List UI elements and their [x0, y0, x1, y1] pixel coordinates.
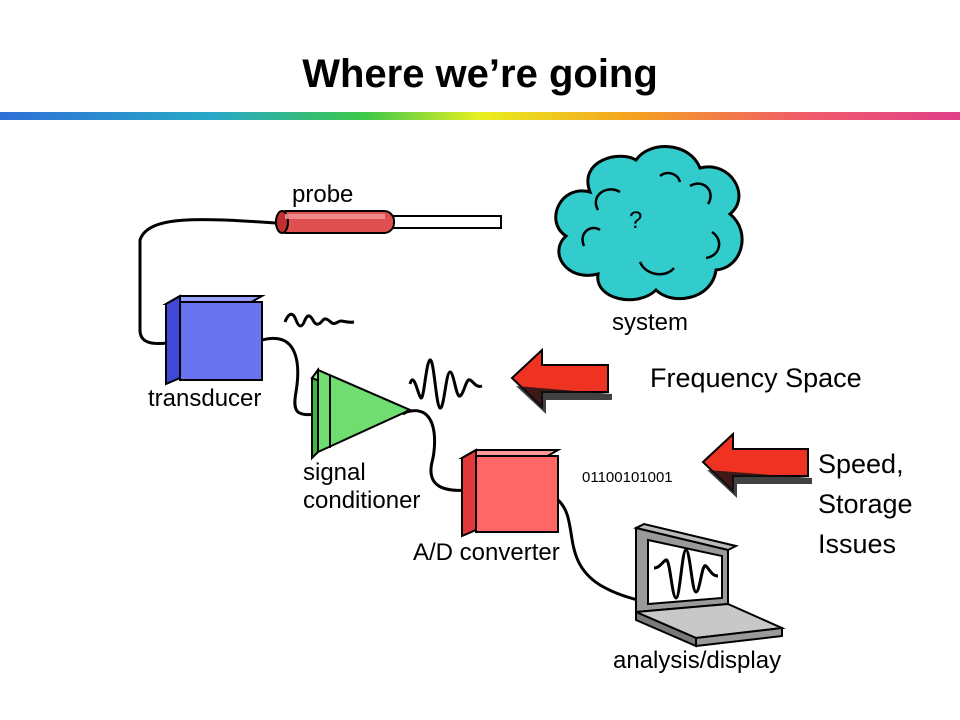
raw-signal-wave-icon	[283, 312, 355, 328]
cable-conditioner-converter	[405, 409, 471, 492]
probe-icon	[275, 210, 502, 234]
transducer-icon	[162, 294, 266, 386]
left-arrow-icon	[701, 431, 812, 498]
cable-converter-laptop	[556, 498, 646, 604]
converter-label: A/D converter	[413, 539, 560, 566]
frequency-space-label: Frequency Space	[650, 363, 862, 393]
system-label: system	[612, 309, 688, 336]
system-question-mark: ?	[629, 207, 642, 234]
cloud-icon	[554, 145, 744, 302]
speed-label: Speed,	[818, 449, 904, 479]
signal-conditioner-label-line1: signal	[303, 459, 366, 486]
amplified-signal-wave-icon	[408, 358, 483, 410]
binary-output-label: 01100101001	[582, 469, 673, 486]
display-wave-icon	[653, 548, 719, 600]
storage-label: Storage	[818, 489, 913, 519]
cable-transducer-conditioner	[261, 336, 319, 417]
title-divider	[0, 112, 960, 120]
laptop-icon	[633, 522, 786, 648]
cable-probe-transducer	[138, 218, 277, 346]
left-arrow-icon	[510, 347, 612, 414]
probe-label: probe	[292, 181, 353, 208]
analysis-display-label: analysis/display	[613, 647, 781, 674]
transducer-label: transducer	[148, 385, 261, 412]
page-title: Where we’re going	[302, 52, 658, 96]
issues-label: Issues	[818, 529, 896, 559]
signal-conditioner-label-line2: conditioner	[303, 487, 420, 514]
converter-icon	[458, 448, 562, 538]
amplifier-icon	[310, 367, 413, 461]
